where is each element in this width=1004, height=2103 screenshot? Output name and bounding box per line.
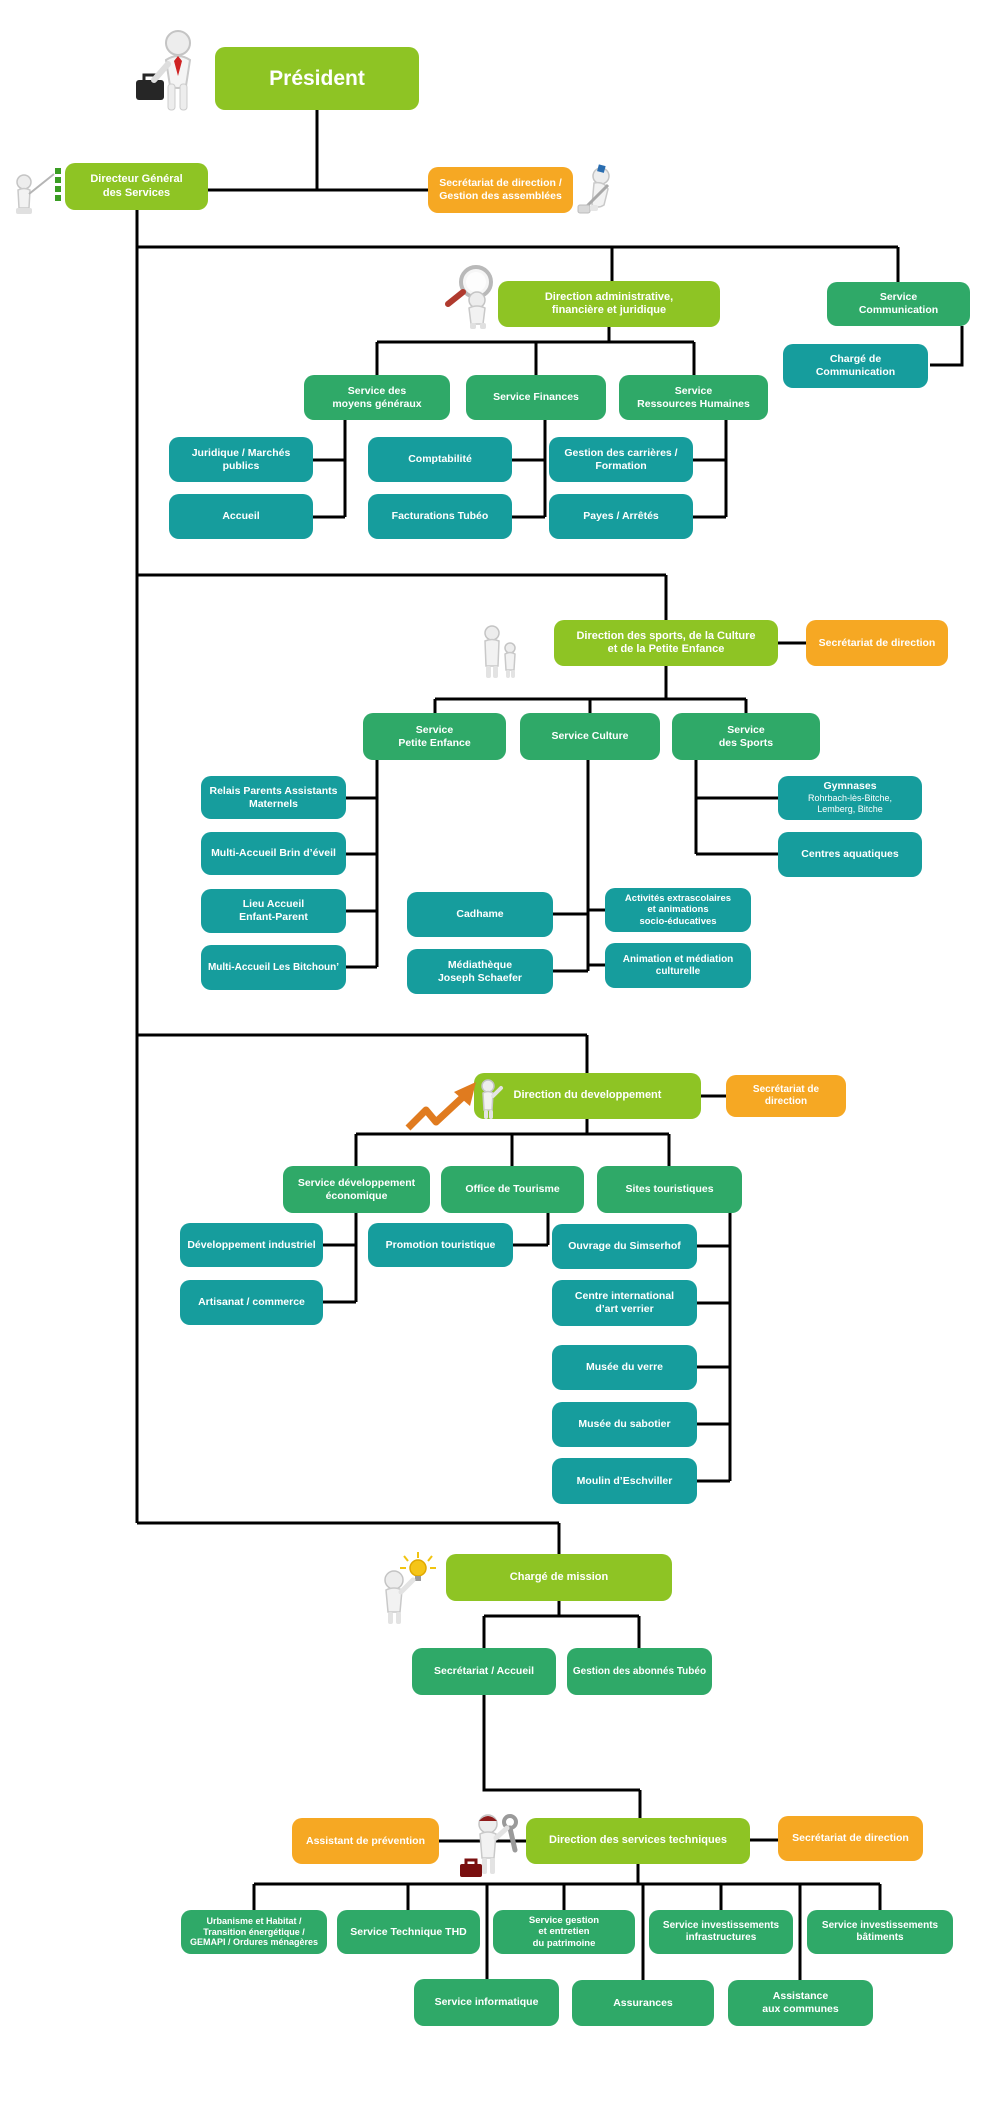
gymnases-sublabel: Rohrbach-lès-Bitche, Lemberg, Bitche bbox=[807, 793, 893, 815]
svc-rh: Service Ressources Humaines bbox=[619, 375, 768, 420]
assistance-communes: Assistance aux communes bbox=[728, 1980, 873, 2026]
musee-verre: Musée du verre bbox=[552, 1345, 697, 1390]
brin: Multi-Accueil Brin d’éveil bbox=[201, 832, 346, 875]
secretariat1: Secrétariat de direction / Gestion des a… bbox=[428, 167, 573, 213]
charge-mission: Chargé de mission bbox=[446, 1554, 672, 1601]
svc-moyens: Service des moyens généraux bbox=[304, 375, 450, 420]
president-figure-icon bbox=[136, 30, 192, 111]
svc-invest-bat: Service investissements bâtiments bbox=[807, 1910, 953, 1954]
payes: Payes / Arrêtés bbox=[549, 494, 693, 539]
centre-verrier: Centre international d’art verrier bbox=[552, 1280, 697, 1326]
animation: Animation et médiation culturelle bbox=[605, 943, 751, 988]
gestion-carrieres: Gestion des carrières / Formation bbox=[549, 437, 693, 482]
urbanisme: Urbanisme et Habitat / Transition énergé… bbox=[181, 1910, 327, 1954]
office-tourisme: Office de Tourisme bbox=[441, 1166, 584, 1213]
svc-informatique: Service informatique bbox=[414, 1979, 559, 2026]
centres-aquatiques: Centres aquatiques bbox=[778, 832, 922, 877]
idea-figure-icon bbox=[384, 1552, 436, 1624]
gestion-abonnes: Gestion des abonnés Tubéo bbox=[567, 1648, 712, 1695]
presenter-figure-icon bbox=[16, 168, 61, 214]
dir-admin: Direction administrative, financière et … bbox=[498, 281, 720, 327]
svc-comm: Service Communication bbox=[827, 282, 970, 326]
svc-gestion: Service gestion et entretien du patrimoi… bbox=[493, 1910, 635, 1954]
lieu: Lieu Accueil Enfant-Parent bbox=[201, 889, 346, 933]
president: Président bbox=[215, 47, 419, 110]
dev-industriel: Développement industriel bbox=[180, 1223, 323, 1267]
assurances: Assurances bbox=[572, 1980, 714, 2026]
secretariat5: Secrétariat de direction bbox=[778, 1816, 923, 1861]
secretariat2: Secrétariat de direction bbox=[806, 620, 948, 666]
growth-arrow-figure-icon bbox=[405, 1079, 503, 1131]
ouvrage: Ouvrage du Simserhof bbox=[552, 1224, 697, 1269]
secretariat3: Secrétariat de direction bbox=[726, 1075, 846, 1117]
svc-petite-enfance: Service Petite Enfance bbox=[363, 713, 506, 760]
charge-comm: Chargé de Communication bbox=[783, 344, 928, 388]
svc-invest-infra: Service investissements infrastructures bbox=[649, 1910, 793, 1954]
assistant-prevention: Assistant de prévention bbox=[292, 1818, 439, 1864]
artisanat: Artisanat / commerce bbox=[180, 1280, 323, 1325]
cadhame: Cadhame bbox=[407, 892, 553, 937]
bitchoun: Multi-Accueil Les Bitchoun’ bbox=[201, 945, 346, 990]
sweeper-figure-icon bbox=[577, 164, 610, 214]
comptabilite: Comptabilité bbox=[368, 437, 512, 482]
mediatheque: Médiathèque Joseph Schaefer bbox=[407, 949, 553, 994]
svc-culture: Service Culture bbox=[520, 713, 660, 760]
svc-finances: Service Finances bbox=[466, 375, 606, 420]
svc-dev-eco: Service développement économique bbox=[283, 1166, 430, 1213]
musee-sabotier: Musée du sabotier bbox=[552, 1402, 697, 1447]
dir-sports: Direction des sports, de la Culture et d… bbox=[554, 620, 778, 666]
technician-figure-icon bbox=[460, 1814, 518, 1877]
gymnases-label: Gymnases bbox=[823, 780, 877, 793]
juridique: Juridique / Marchés publics bbox=[169, 437, 313, 482]
dgs: Directeur Général des Services bbox=[65, 163, 208, 210]
dir-tech: Direction des services techniques bbox=[526, 1818, 750, 1864]
sites-touristiques: Sites touristiques bbox=[597, 1166, 742, 1213]
activites: Activités extrascolaires et animations s… bbox=[605, 888, 751, 932]
secretariat-accueil: Secrétariat / Accueil bbox=[412, 1648, 556, 1695]
promotion: Promotion touristique bbox=[368, 1223, 513, 1267]
relais: Relais Parents Assistants Maternels bbox=[201, 776, 346, 819]
dir-dev: Direction du developpement bbox=[474, 1073, 701, 1119]
moulin: Moulin d’Eschviller bbox=[552, 1458, 697, 1504]
magnifier-figure-icon bbox=[445, 265, 493, 329]
svc-sports: Service des Sports bbox=[672, 713, 820, 760]
accueil: Accueil bbox=[169, 494, 313, 539]
facturations: Facturations Tubéo bbox=[368, 494, 512, 539]
thd: Service Technique THD bbox=[337, 1910, 480, 1954]
family-figure-icon bbox=[484, 625, 516, 678]
